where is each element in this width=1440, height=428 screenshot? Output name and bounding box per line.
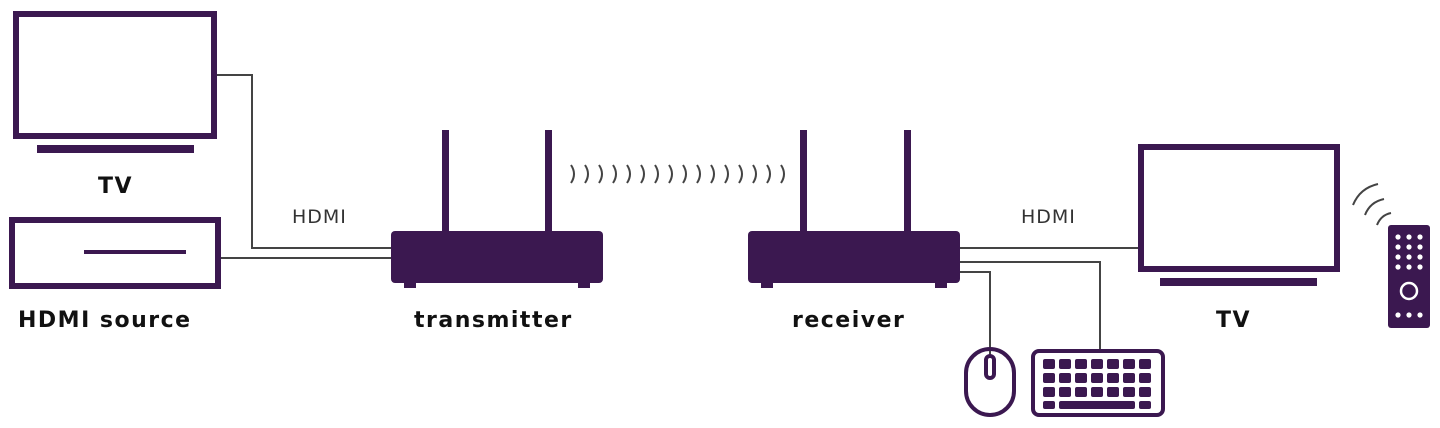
hdmi-source-label: HDMI source [18,308,192,333]
tv-left-icon [13,11,217,153]
transmitter-label: transmitter [414,308,573,333]
tv-right-icon [1138,144,1340,286]
keyboard-icon [1031,349,1165,417]
tv-right-label: TV [1216,308,1252,333]
hdmi-left-label: HDMI [292,206,347,228]
remote-signal-icon [1352,183,1392,226]
wire-receiver-to-keyboard [958,261,1101,352]
hdmi-right-label: HDMI [1021,206,1076,228]
transmitter-icon [391,130,603,288]
receiver-icon [748,130,960,288]
wire-receiver-to-mouse [958,271,991,358]
remote-control-icon [1388,225,1430,328]
wire-tv-to-transmitter [216,74,392,249]
wires [216,74,1140,358]
tv-left-label: TV [98,174,134,199]
mouse-icon [964,347,1016,417]
wireless-signal-icon [570,164,785,184]
receiver-label: receiver [792,308,906,333]
hdmi-source-box-icon [9,217,221,289]
